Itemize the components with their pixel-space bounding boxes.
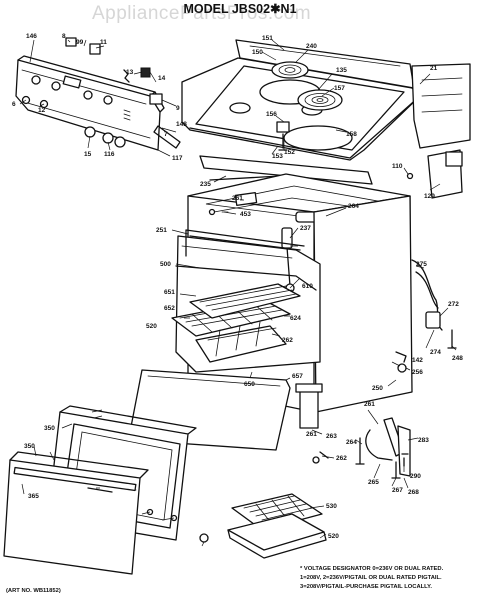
callout-261: 261 [232,195,243,202]
callout-240: 240 [306,43,317,50]
callout-275: 275 [416,261,427,268]
oven-racks [171,283,301,363]
callout-262: 262 [282,337,293,344]
callout-624: 624 [290,315,301,322]
callout-267: 267 [392,487,403,494]
broiler-pan [227,493,327,559]
callout-520b: 520 [328,533,339,540]
callout-650: 650 [244,381,255,388]
note-line-2: 1=208V, 2=236V/PIGTAIL OR DUAL RATED PIG… [300,575,442,581]
callout-290: 290 [410,473,421,480]
oven-door-outer-panel [3,451,178,575]
callout-235: 235 [200,181,211,188]
note-line-3: 3=208V/PIGTAIL-PURCHASE PIGTAIL LOCALLY. [300,584,432,590]
callout-8: 8 [62,33,66,40]
callout-151: 151 [262,35,273,42]
callout-117: 117 [172,155,183,162]
callout-157: 157 [334,85,345,92]
callout-652: 652 [164,305,175,312]
footer-notes: * VOLTAGE DESIGNATOR 0=236V OR DUAL RATE… [6,566,444,594]
callout-11: 11 [100,39,107,46]
note-line-1: * VOLTAGE DESIGNATOR 0=236V OR DUAL RATE… [300,566,444,572]
callout-129: 129 [424,193,435,200]
callout-263: 263 [326,433,337,440]
callout-268: 268 [408,489,419,496]
door-hinges [312,417,411,479]
callout-15: 15 [84,151,92,158]
callout-leader-lines [19,39,457,547]
callout-256: 256 [412,369,423,376]
door-frame-251 [185,229,305,257]
callout-156: 156 [266,111,277,118]
callout-261c: 261 [306,431,317,438]
callout-142: 142 [412,357,423,364]
callout-135: 135 [336,67,347,74]
callout-262b: 262 [336,455,347,462]
callout-153: 153 [272,153,283,160]
cooktop-assembly [181,39,421,161]
leveling-leg [199,533,209,543]
callout-365: 365 [28,493,39,500]
callout-265: 265 [368,479,379,486]
callout-264b: 264 [346,439,357,446]
callout-150: 150 [252,49,263,56]
callout-520: 520 [146,323,157,330]
callout-453: 453 [240,211,251,218]
callout-158: 158 [346,131,357,138]
callout-99: 99 [76,39,84,46]
callout-12: 12 [38,107,46,114]
callout-146: 146 [26,33,37,40]
callout-272: 272 [448,301,459,308]
control-panel-parts [21,37,181,149]
callout-110: 110 [392,163,403,170]
callout-152: 152 [284,149,295,156]
callout-350b: 350 [24,443,35,450]
callout-350: 350 [44,425,55,432]
watermark-text: AppliancePartsPros.com [92,3,311,24]
callout-6: 6 [12,101,16,108]
rear-wire-bracket [406,63,471,199]
callout-116: 116 [104,151,115,158]
callout-250: 250 [372,385,383,392]
callout-251: 251 [156,227,167,234]
diagram-title: MODEL JBS02✱N1 [183,2,296,16]
callout-21: 21 [430,65,438,72]
callout-248: 248 [452,355,463,362]
callout-14: 14 [158,75,166,82]
callout-274: 274 [430,349,441,356]
callout-657: 657 [292,373,303,380]
callout-9: 9 [176,105,180,112]
art-number: (ART NO. WB11852) [6,588,61,594]
top-frame [199,155,373,185]
callout-283: 283 [418,437,429,444]
callout-261b: 261 [364,401,375,408]
callout-264: 264 [348,203,359,210]
callout-148: 148 [176,121,187,128]
callout-labels: 146 8 99 11 13 14 6 9 12 15 116 148 117 … [12,33,463,540]
side-panel [295,195,413,429]
callout-610: 610 [302,283,313,290]
callout-7: 7 [164,131,168,138]
callout-237: 237 [300,225,311,232]
callout-500: 500 [160,261,171,268]
callout-13: 13 [126,69,134,76]
callout-651: 651 [164,289,175,296]
callout-530: 530 [326,503,337,510]
